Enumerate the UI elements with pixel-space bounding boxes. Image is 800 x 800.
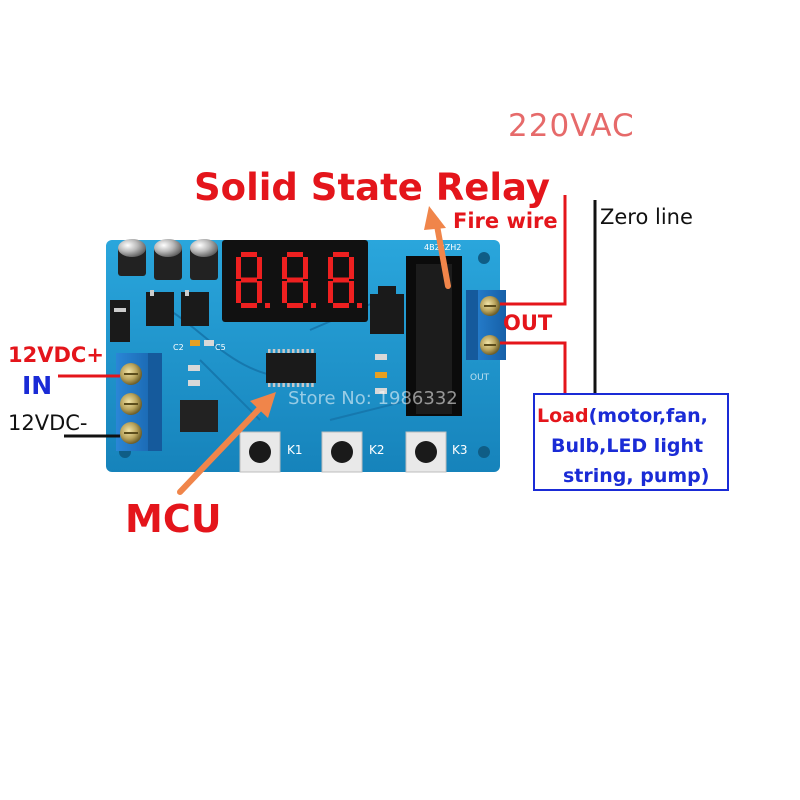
voltage-ac-label: 220VAC bbox=[508, 108, 635, 144]
buttons bbox=[239, 431, 447, 473]
mcu-pin bbox=[311, 383, 314, 387]
display-segment bbox=[241, 277, 257, 283]
relay-title-label: Solid State Relay bbox=[194, 166, 550, 209]
load-box bbox=[533, 393, 729, 491]
capacitors bbox=[118, 239, 218, 280]
mcu-label: MCU bbox=[125, 497, 222, 541]
fire-wire-label: Fire wire bbox=[453, 209, 558, 233]
mcu-pin bbox=[287, 349, 290, 353]
mcu-pin bbox=[282, 383, 285, 387]
load-line-3: string, pump) bbox=[563, 465, 710, 487]
mcu-pin bbox=[268, 349, 271, 353]
optocoupler bbox=[370, 294, 404, 334]
out-label: OUT bbox=[503, 311, 553, 335]
mcu-pin bbox=[301, 383, 305, 387]
mcu-pin bbox=[272, 349, 276, 353]
display-decimal-point bbox=[357, 303, 362, 308]
mcu-pin bbox=[287, 383, 290, 387]
display-segment bbox=[349, 257, 354, 279]
load-line-2: Bulb,LED light bbox=[551, 435, 704, 457]
display-segment bbox=[333, 252, 349, 257]
mount-hole bbox=[478, 446, 490, 458]
mcu-pin bbox=[292, 349, 295, 353]
display-segment bbox=[333, 277, 349, 283]
button-label-k2: K2 bbox=[369, 443, 385, 457]
display-segment bbox=[282, 281, 287, 303]
mcu-pin bbox=[292, 383, 295, 387]
mcu-pin bbox=[306, 383, 309, 387]
mcu-pin bbox=[268, 383, 271, 387]
display-segment bbox=[241, 252, 257, 257]
display-segment bbox=[328, 281, 333, 303]
button-label-k3: K3 bbox=[452, 443, 468, 457]
display-segment bbox=[287, 277, 303, 283]
in-label: IN bbox=[22, 371, 53, 400]
display-segment bbox=[236, 281, 241, 303]
mcu-pin bbox=[277, 383, 281, 387]
arrow-to-relay bbox=[424, 206, 451, 289]
display-segment bbox=[241, 303, 257, 308]
svg-text:OUT: OUT bbox=[470, 373, 490, 383]
mcu-pin bbox=[296, 383, 300, 387]
watermark-text: Store No: 1986332 bbox=[288, 388, 458, 409]
cap-label-c5: C5 bbox=[215, 343, 226, 352]
mcu-pin bbox=[277, 349, 281, 353]
vdc-plus-label: 12VDC+ bbox=[8, 343, 104, 367]
seven-segment-display bbox=[222, 240, 368, 322]
display-segment bbox=[349, 281, 354, 303]
vdc-minus-label: 12VDC- bbox=[8, 411, 88, 435]
display-segment bbox=[333, 303, 349, 308]
display-segment bbox=[282, 257, 287, 279]
mcu-pin bbox=[272, 383, 276, 387]
display-segment bbox=[328, 257, 333, 279]
display-segment bbox=[287, 252, 303, 257]
display-segment bbox=[303, 281, 308, 303]
zero-line-label: Zero line bbox=[600, 205, 693, 229]
load-line-1-text: (motor,fan, bbox=[588, 405, 708, 427]
load-line-1: Load(motor,fan, bbox=[537, 405, 708, 427]
display-segment bbox=[257, 281, 262, 303]
mount-hole bbox=[478, 252, 490, 264]
mcu-chip bbox=[266, 349, 316, 387]
wiring bbox=[58, 195, 597, 438]
mcu-pin bbox=[301, 349, 305, 353]
transistors bbox=[110, 290, 209, 342]
display-decimal-point bbox=[265, 303, 270, 308]
button-label-k1: K1 bbox=[287, 443, 303, 457]
display-segment bbox=[236, 257, 241, 279]
load-word: Load bbox=[537, 405, 589, 427]
mcu-pin bbox=[282, 349, 285, 353]
mcu-pin bbox=[306, 349, 309, 353]
output-terminal-block bbox=[466, 290, 506, 360]
display-decimal-point bbox=[311, 303, 316, 308]
mcu-pin bbox=[296, 349, 300, 353]
display-segment bbox=[287, 303, 303, 308]
display-segment bbox=[257, 257, 262, 279]
display-segment bbox=[303, 257, 308, 279]
input-terminal-block bbox=[116, 353, 162, 451]
ssr-module: 4B23ZH2 OUT bbox=[406, 243, 490, 416]
cap-label-c2: C2 bbox=[173, 343, 184, 352]
arrow-to-mcu bbox=[177, 392, 276, 495]
driver-chip bbox=[180, 400, 218, 432]
mcu-pin bbox=[311, 349, 314, 353]
